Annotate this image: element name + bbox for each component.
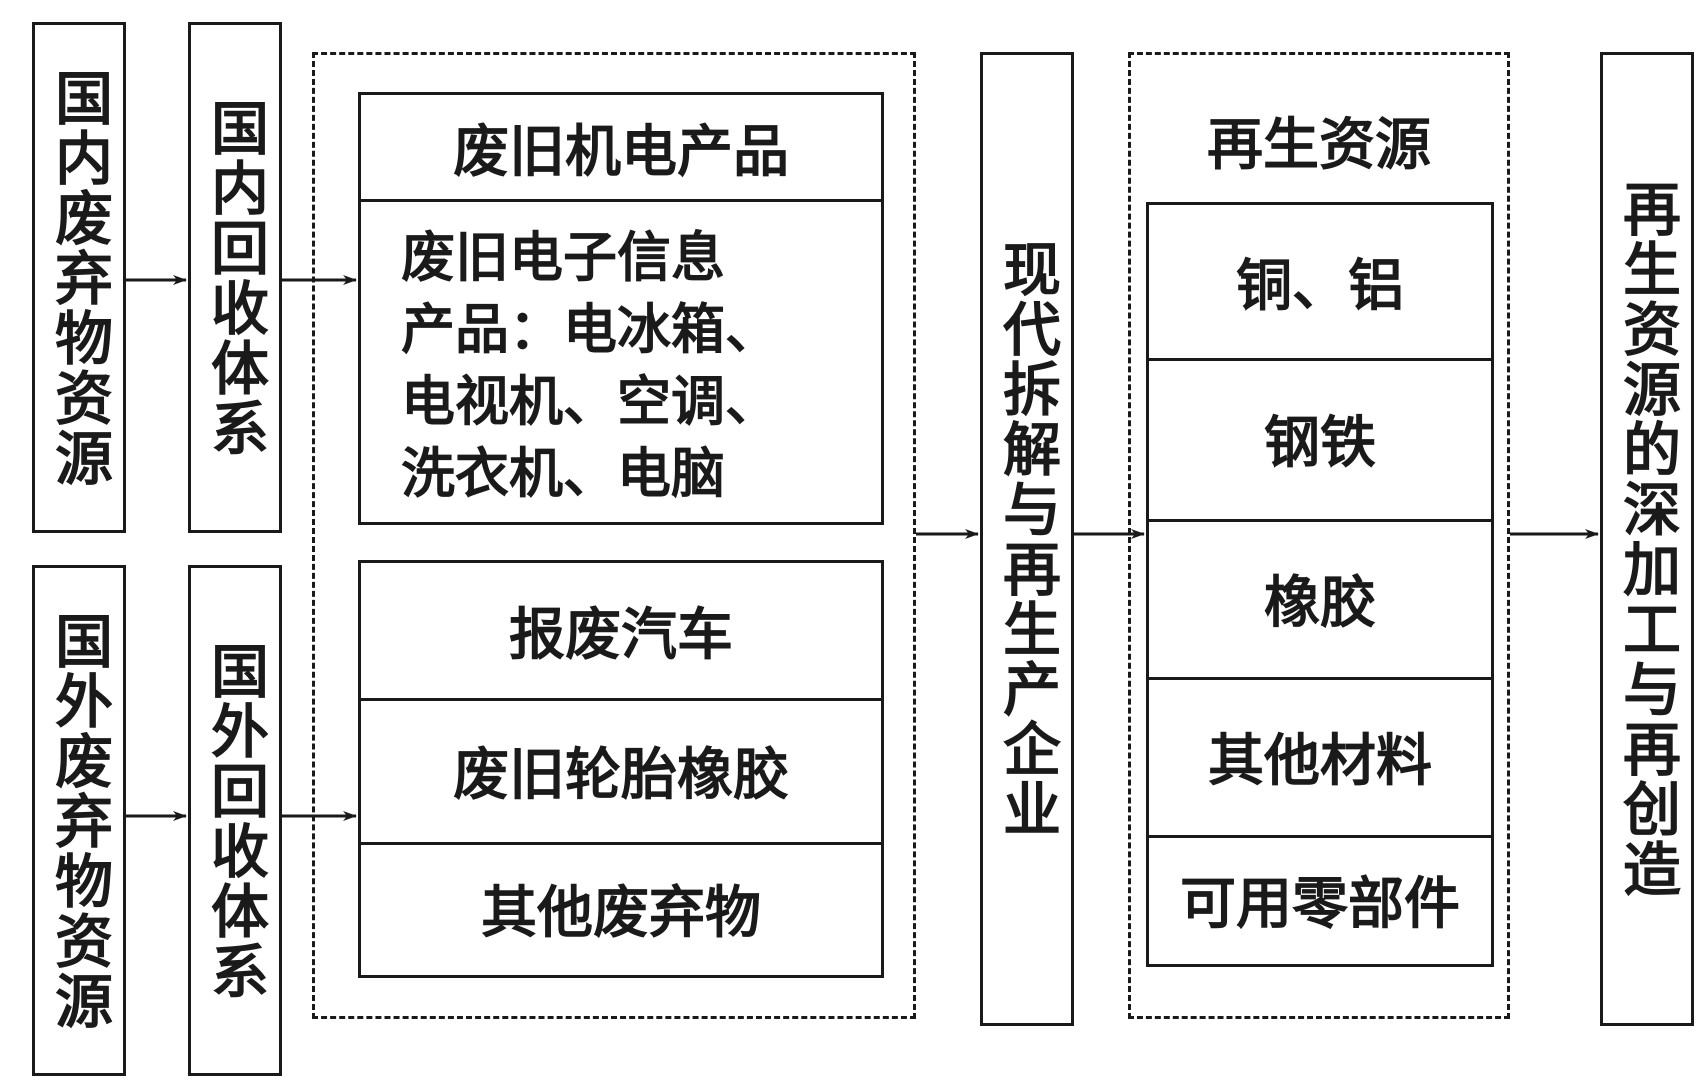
detail-line: 产品：电冰箱、 (401, 297, 779, 361)
resources-title: 再生资源 (1207, 112, 1431, 178)
enterprise-label: 现代拆解与再生产企业 (993, 239, 1061, 839)
electronic-products-detail: 废旧电子信息 产品：电冰箱、 电视机、空调、 洗衣机、电脑 (361, 199, 881, 522)
foreign-recycling-label: 国外回收体系 (201, 640, 269, 1001)
final-processing-box: 再生资源的深加工与再创造 (1600, 52, 1694, 1026)
other-waste-item: 其他废弃物 (481, 880, 761, 946)
other-materials-item: 其他材料 (1149, 677, 1491, 838)
detail-line: 废旧电子信息 (401, 225, 725, 289)
domestic-recycling-label: 国内回收体系 (201, 97, 269, 458)
foreign-waste-label: 国外废弃物资源 (45, 610, 113, 1031)
domestic-waste-label: 国内废弃物资源 (45, 67, 113, 488)
domestic-recycling-box: 国内回收体系 (188, 22, 282, 533)
usable-parts-item: 可用零部件 (1180, 871, 1460, 937)
final-processing-label: 再生资源的深加工与再创造 (1613, 179, 1681, 899)
foreign-recycling-box: 国外回收体系 (188, 565, 282, 1076)
rubber-item: 橡胶 (1149, 519, 1491, 680)
enterprise-box: 现代拆解与再生产企业 (980, 52, 1074, 1026)
electromechanical-waste-box: 废旧机电产品 废旧电子信息 产品：电冰箱、 电视机、空调、 洗衣机、电脑 (358, 92, 884, 525)
steel-item: 钢铁 (1149, 358, 1491, 522)
scrapped-cars-item: 报废汽车 (361, 563, 881, 701)
detail-line: 电视机、空调、 (401, 369, 779, 433)
waste-categories-group (312, 52, 916, 1019)
domestic-waste-box: 国内废弃物资源 (32, 22, 126, 533)
foreign-waste-box: 国外废弃物资源 (32, 565, 126, 1076)
electromechanical-waste-title: 废旧机电产品 (361, 95, 881, 202)
copper-aluminum-item: 铜、铝 (1149, 205, 1491, 361)
other-waste-box: 报废汽车 废旧轮胎橡胶 其他废弃物 (358, 560, 884, 978)
waste-tire-rubber-item: 废旧轮胎橡胶 (361, 698, 881, 845)
detail-line: 洗衣机、电脑 (401, 441, 725, 505)
resources-list-box: 铜、铝 钢铁 橡胶 其他材料 可用零部件 (1146, 202, 1494, 967)
